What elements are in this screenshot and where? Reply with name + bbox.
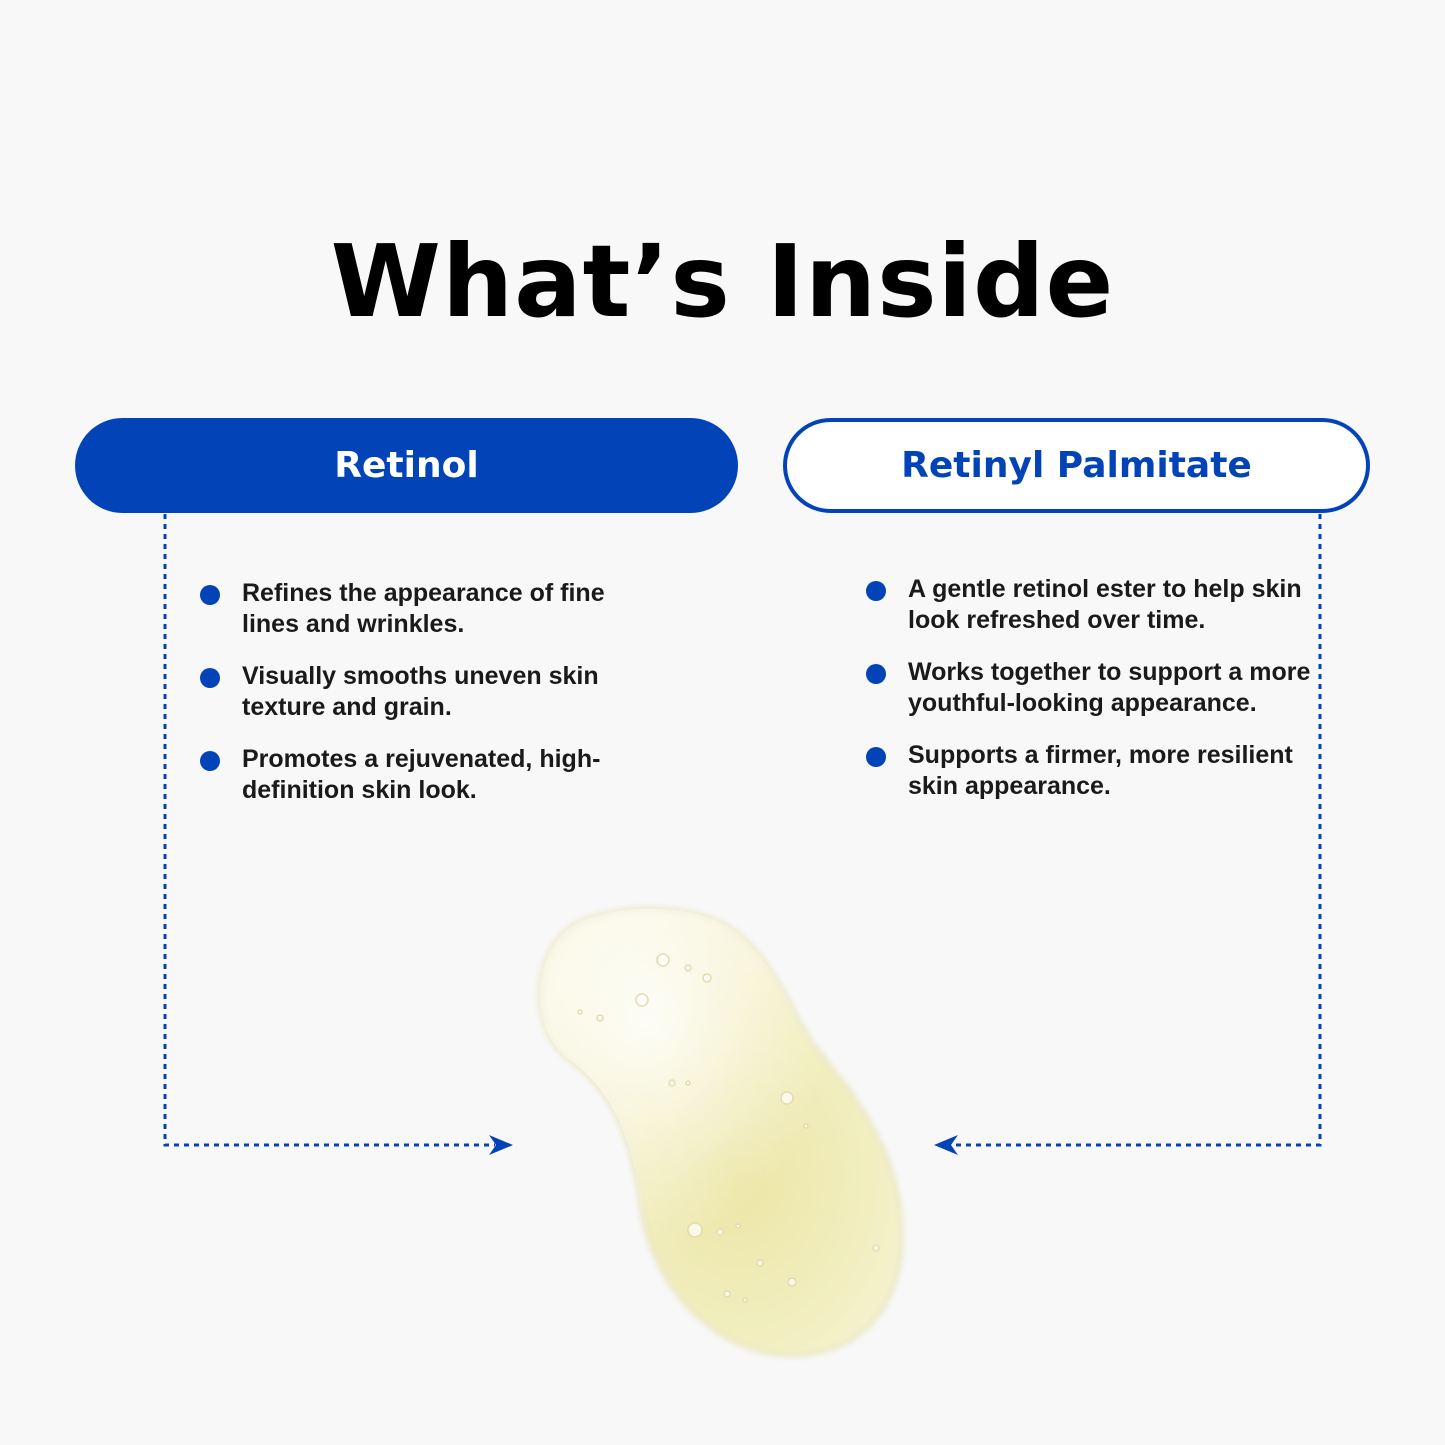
bullet-text: Refines the appearance of fine lines and… [242, 579, 605, 638]
bullet-dot-icon [866, 747, 886, 767]
bullet-text: Supports a firmer, more resilient skin a… [908, 741, 1293, 800]
list-item: Visually smooths uneven skin texture and… [200, 661, 660, 723]
ingredient-pill-retinol: Retinol [75, 418, 738, 513]
bullet-dot-icon [200, 668, 220, 688]
ingredient-pill-retinyl-palmitate: Retinyl Palmitate [783, 418, 1370, 513]
bullet-text: Works together to support a more youthfu… [908, 658, 1311, 717]
bullet-text: Visually smooths uneven skin texture and… [242, 662, 599, 721]
ingredient-label: Retinol [334, 445, 479, 486]
retinyl-palmitate-benefits-list: A gentle retinol ester to help skin look… [866, 574, 1326, 823]
arrow-right-icon [489, 1135, 513, 1155]
list-item: Refines the appearance of fine lines and… [200, 578, 660, 640]
list-item: Works together to support a more youthfu… [866, 657, 1326, 719]
page-title: What’s Inside [330, 223, 1115, 340]
connector-right [955, 514, 1322, 1147]
bullet-text: Promotes a rejuvenated, high-definition … [242, 745, 601, 804]
bullet-dot-icon [200, 585, 220, 605]
retinol-benefits-list: Refines the appearance of fine lines and… [200, 578, 660, 827]
bullet-dot-icon [866, 581, 886, 601]
connector-left [163, 514, 495, 1147]
arrow-left-icon [934, 1135, 958, 1155]
ingredient-label: Retinyl Palmitate [901, 445, 1252, 486]
list-item: Supports a firmer, more resilient skin a… [866, 740, 1326, 802]
list-item: A gentle retinol ester to help skin look… [866, 574, 1326, 636]
bullet-dot-icon [200, 751, 220, 771]
list-item: Promotes a rejuvenated, high-definition … [200, 744, 660, 806]
bullet-dot-icon [866, 664, 886, 684]
bullet-text: A gentle retinol ester to help skin look… [908, 575, 1302, 634]
